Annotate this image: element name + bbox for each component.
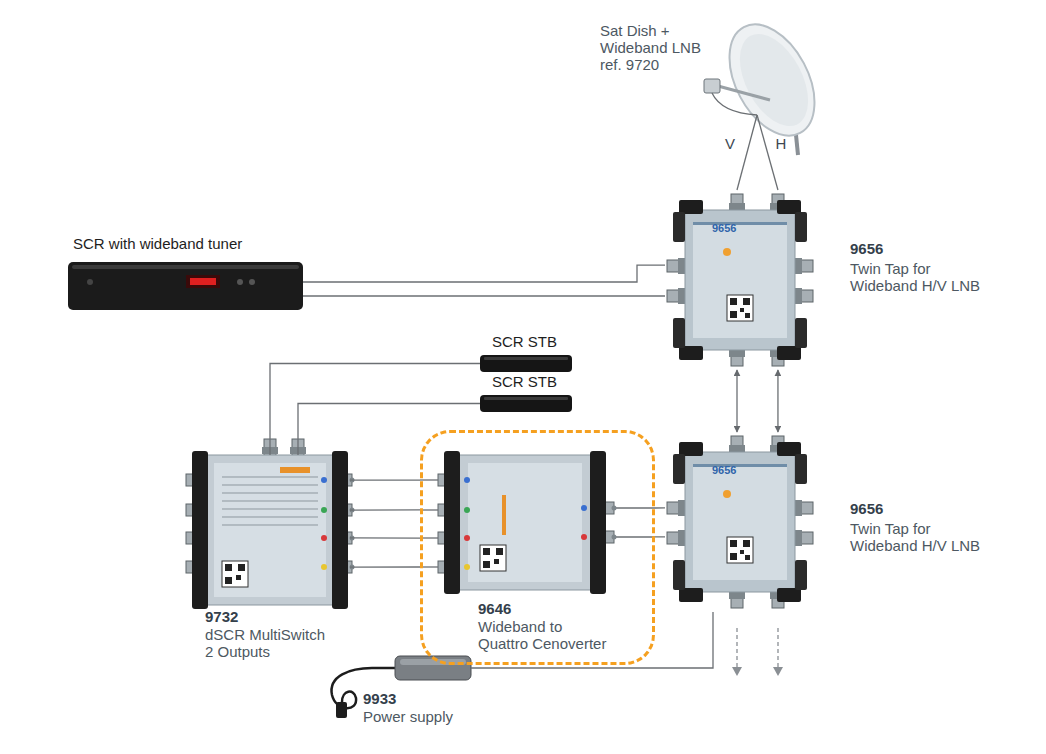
set-top-box: SCR STB — [480, 395, 572, 412]
cable-connector — [471, 612, 713, 668]
power-supply: 9933Power supply — [395, 656, 471, 680]
cable-connector — [736, 370, 737, 432]
device-label: dSCR MultiSwitch 2 Outputs — [205, 626, 330, 660]
model-number: 9732 — [205, 608, 238, 625]
port-stub — [420, 480, 655, 567]
device-label: SCR STB — [492, 333, 557, 350]
cable-connector — [303, 295, 665, 296]
satellite-dish: Sat Dish + Wideband LNB ref. 9720 — [600, 22, 825, 115]
signal-label: H — [776, 135, 787, 152]
faceplate-number: 9656 — [712, 222, 736, 234]
receiver-illustration — [68, 262, 303, 310]
cable-connector — [298, 404, 480, 456]
model-number: 9656 — [850, 240, 883, 257]
cable-connector — [350, 509, 420, 510]
device-label: Twin Tap for Wideband H/V LNB — [850, 520, 990, 554]
device-label: SCR with wideband tuner — [73, 235, 242, 252]
twin-tap-illustration — [667, 436, 813, 608]
multiswitch-illustration — [186, 439, 352, 609]
scr-receiver: SCR with wideband tuner — [68, 262, 303, 310]
cable-connector — [270, 364, 480, 456]
satellite-dish-illustration — [704, 10, 832, 155]
cable-connector — [655, 507, 665, 508]
cable-connector — [350, 537, 420, 538]
converter-illustration — [438, 451, 614, 594]
device-label: Power supply — [363, 708, 453, 725]
model-number: 9656 — [850, 500, 883, 517]
device-label: Sat Dish + Wideband LNB ref. 9720 — [600, 22, 708, 73]
cable-connector — [655, 536, 665, 537]
cable-connector — [350, 479, 420, 480]
cable-connector — [757, 115, 778, 190]
twin-tap: 9656Twin Tap for Wideband H/V LNB — [665, 432, 815, 612]
twin-tap: 9656Twin Tap for Wideband H/V LNB — [665, 190, 815, 370]
cable-connector — [737, 115, 757, 190]
cable-connector — [777, 370, 778, 432]
set-top-box-illustration — [480, 355, 572, 412]
device-label: SCR STB — [492, 373, 557, 390]
faceplate-number: 9656 — [712, 464, 736, 476]
cable-connector — [303, 265, 665, 282]
signal-label: V — [725, 135, 735, 152]
port-dot — [350, 478, 617, 570]
model-number: 9933 — [363, 690, 396, 707]
multiswitch: 9732dSCR MultiSwitch 2 Outputs — [190, 455, 350, 605]
device-label: Twin Tap for Wideband H/V LNB — [850, 260, 990, 294]
device-label: Wideband to Quattro Cenoverter — [478, 618, 611, 652]
model-number: 9646 — [478, 600, 511, 617]
converter-group: 9646Wideband to Quattro Cenoverter — [420, 430, 655, 665]
set-top-box: SCR STB — [480, 355, 572, 372]
cable-connector — [350, 566, 420, 567]
twin-tap-illustration — [667, 194, 813, 366]
onward-output-arrow — [732, 628, 783, 676]
